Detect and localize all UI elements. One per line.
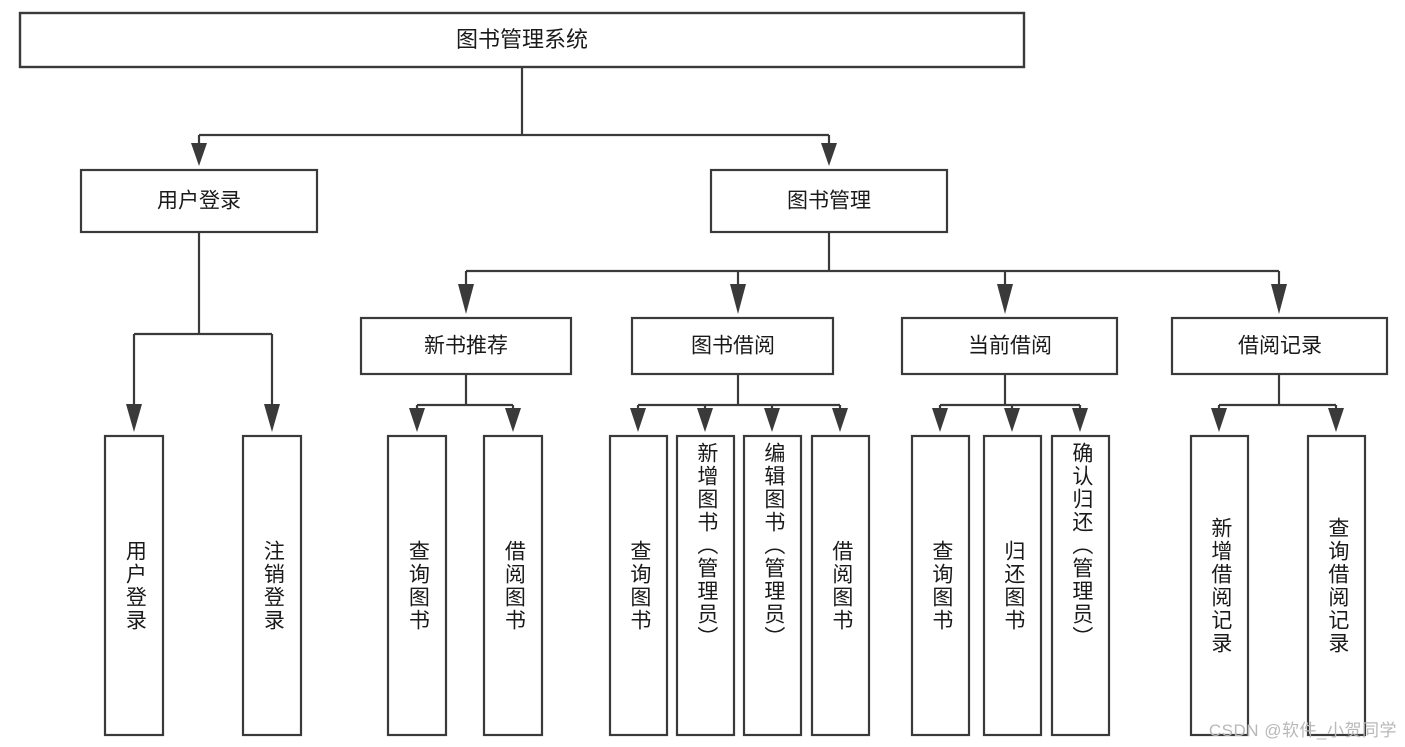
node-book-manage[interactable]: 图书管理 (709, 168, 949, 234)
node-user-login-label: 用户登录 (157, 190, 241, 213)
csdn-watermark: CSDN @软件_小贺同学 (1208, 721, 1397, 740)
arrow-nb-to-leaf2-icon (505, 408, 521, 432)
edge-group-root (191, 67, 837, 166)
arrow-cb-to-leaf2-icon (1004, 408, 1020, 432)
node-borrow-record-label: 借阅记录 (1238, 335, 1322, 358)
arrow-bm-to-newbook-icon (458, 284, 474, 314)
node-book-borrow-box[interactable] (630, 316, 835, 376)
leaf-box-borrow-book-2[interactable] (810, 434, 871, 737)
node-root-box[interactable] (18, 11, 1026, 69)
node-user-login[interactable]: 用户登录 (79, 168, 319, 234)
node-user-login-box[interactable] (79, 168, 319, 234)
node-current-borrow-box[interactable] (900, 316, 1119, 376)
arrow-root-to-book-manage-icon (821, 143, 837, 166)
node-book-borrow-label: 图书借阅 (691, 335, 775, 358)
leaf-box-return-book[interactable] (982, 434, 1043, 737)
node-book-borrow[interactable]: 图书借阅 (630, 316, 835, 376)
node-borrow-record[interactable]: 借阅记录 (1170, 316, 1389, 376)
arrow-root-to-user-login-icon (191, 143, 207, 166)
node-new-book-rec[interactable]: 新书推荐 (359, 316, 573, 376)
leaf-box-add-book[interactable] (675, 434, 736, 737)
arrow-br-to-leaf1-icon (1211, 408, 1227, 432)
arrow-bm-to-borrowrecord-icon (1271, 284, 1287, 314)
node-root[interactable]: 图书管理系统 (18, 11, 1026, 69)
leaf-box-edit-book[interactable] (742, 434, 803, 737)
edge-group-new-book-rec (409, 374, 521, 432)
leaf-box-borrow-book-1[interactable] (482, 434, 544, 737)
arrow-ul-to-leaf1-icon (126, 404, 142, 432)
arrow-br-to-leaf2-icon (1328, 408, 1344, 432)
leaf-box-user-login[interactable] (103, 434, 165, 737)
edge-group-current-borrow (932, 374, 1088, 432)
arrow-bb-to-leaf1-icon (630, 408, 646, 432)
arrow-ul-to-leaf2-icon (264, 404, 280, 432)
arrow-bb-to-leaf2-icon (697, 408, 713, 432)
arrow-bm-to-currentborrow-icon (997, 284, 1013, 314)
edge-group-user-login (126, 232, 280, 432)
leaf-box-logout[interactable] (241, 434, 303, 737)
node-new-book-rec-box[interactable] (359, 316, 573, 376)
leaf-box-query-book-3[interactable] (910, 434, 971, 737)
node-book-manage-label: 图书管理 (787, 190, 871, 213)
arrow-bb-to-leaf4-icon (832, 408, 848, 432)
node-current-borrow-label: 当前借阅 (968, 335, 1052, 358)
node-root-label: 图书管理系统 (456, 27, 588, 52)
node-new-book-rec-label: 新书推荐 (424, 335, 508, 358)
node-borrow-record-box[interactable] (1170, 316, 1389, 376)
edge-group-book-manage (458, 232, 1287, 314)
leaf-box-confirm-return[interactable] (1050, 434, 1111, 737)
node-book-manage-box[interactable] (709, 168, 949, 234)
leaf-box-query-book-2[interactable] (608, 434, 669, 737)
leaf-boxes-group (103, 434, 1367, 737)
arrow-cb-to-leaf1-icon (932, 408, 948, 432)
node-current-borrow[interactable]: 当前借阅 (900, 316, 1119, 376)
arrow-bm-to-bookborrow-icon (730, 284, 746, 314)
edge-group-book-borrow (630, 374, 848, 432)
edge-group-borrow-record (1211, 374, 1344, 432)
arrow-cb-to-leaf3-icon (1072, 408, 1088, 432)
leaf-box-query-book-1[interactable] (386, 434, 448, 737)
leaf-box-query-record[interactable] (1306, 434, 1367, 737)
arrow-bb-to-leaf3-icon (764, 408, 780, 432)
leaf-box-add-record[interactable] (1189, 434, 1250, 737)
arrow-nb-to-leaf1-icon (409, 408, 425, 432)
